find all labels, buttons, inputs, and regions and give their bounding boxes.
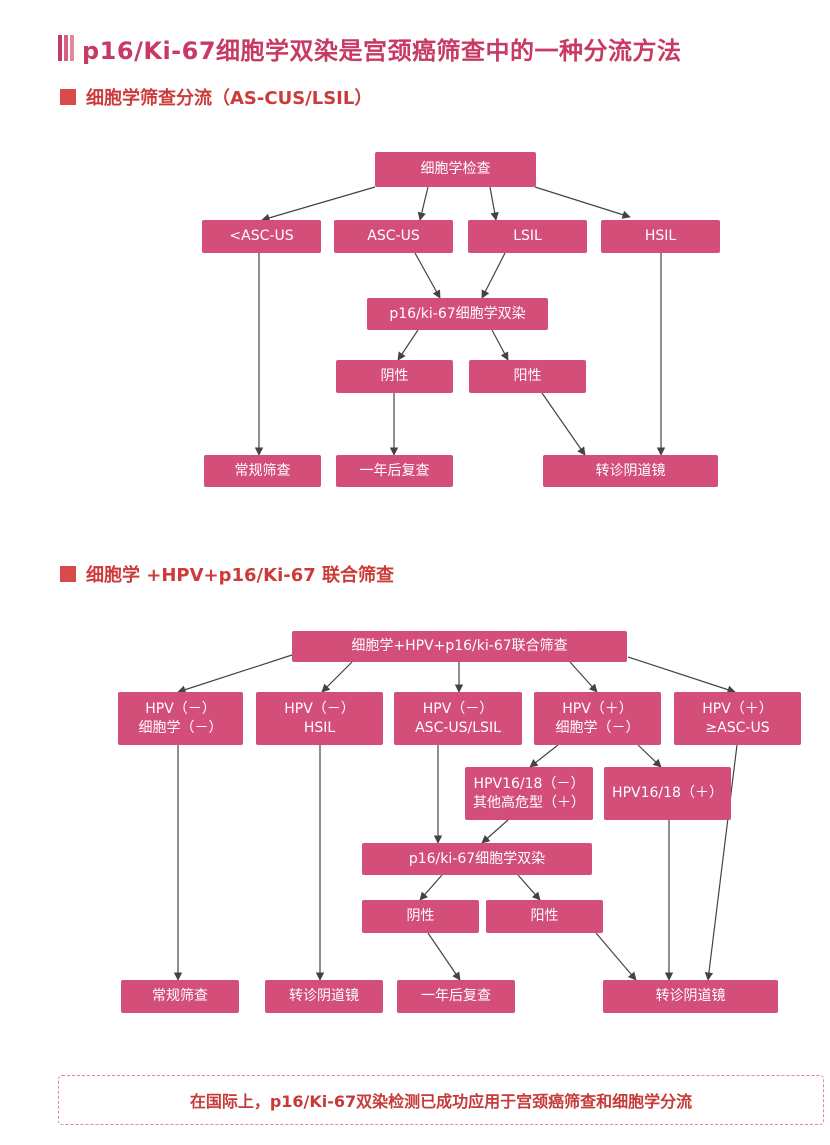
node-label: HPV16/18（＋）: [612, 785, 723, 802]
node-label: 阳性: [513, 368, 542, 385]
section2-heading-text: 细胞学 +HPV+p16/Ki-67 联合筛查: [86, 565, 395, 586]
node-label-line1: HPV（－）: [422, 701, 494, 718]
node2-hpv-pos-cyto-neg: HPV（＋）细胞学（－）: [534, 692, 661, 745]
section1-heading: 细胞学筛查分流（AS-CUS/LSIL）: [60, 84, 372, 110]
node-label-line1: HPV16/18（－）: [473, 776, 585, 793]
page-title: p16/Ki-67细胞学双染是宫颈癌筛查中的一种分流方法: [58, 30, 682, 66]
node-label: LSIL: [513, 228, 542, 245]
node2-hpv-neg-hsil: HPV（－）HSIL: [256, 692, 383, 745]
node-label: p16/ki-67细胞学双染: [389, 305, 526, 322]
node2-positive: 阳性: [486, 900, 603, 933]
node-label: 一年后复查: [421, 988, 491, 1005]
node-label: HSIL: [644, 228, 677, 245]
node2-refer-colposcopy: 转诊阴道镜: [603, 980, 778, 1013]
edge-root-ltasc: [261, 186, 376, 222]
node-label: 阴性: [406, 908, 435, 925]
node2-negative: 阴性: [362, 900, 479, 933]
footer-note-box: 在国际上，p16/Ki-67双染检测已成功应用于宫颈癌筛查和细胞学分流: [58, 1075, 824, 1125]
edge-pos-colpo: [541, 392, 586, 456]
section1-square-icon: [60, 89, 76, 105]
edge-dual-pos: [491, 329, 509, 361]
node-ascus: ASC-US: [334, 220, 453, 253]
edge-root-lsil: [489, 186, 499, 221]
edge2-root-b2: [321, 661, 353, 693]
node-label-line2: 细胞学（－）: [138, 719, 223, 736]
edge-root-hsil: [534, 186, 631, 219]
node-label: 转诊阴道镜: [655, 988, 726, 1005]
edge2-b4-neg1618: [529, 744, 559, 768]
node-negative: 阴性: [336, 360, 453, 393]
node-routine-screening: 常规筛查: [204, 455, 321, 487]
node-label-line2: 其他高危型（＋）: [473, 794, 585, 811]
edge2-neg-recheck: [427, 932, 461, 981]
node2-p16-dual-stain: p16/ki-67细胞学双染: [362, 843, 592, 875]
edge-lsil-dual: [481, 252, 506, 299]
node-label: 常规筛查: [234, 462, 291, 479]
edge2-dual-pos: [517, 874, 541, 901]
edge2-b5-colpo2: [704, 744, 738, 981]
node-label-line1: HPV（－）: [145, 701, 216, 718]
node2-refer-colposcopy-hsil: 转诊阴道镜: [265, 980, 383, 1013]
node-refer-colposcopy: 转诊阴道镜: [543, 455, 718, 487]
node-label: 转诊阴道镜: [289, 988, 359, 1005]
node-label: ASC-US: [367, 228, 420, 245]
node-hsil: HSIL: [601, 220, 720, 253]
node-label-line2: HSIL: [303, 719, 336, 736]
node-label: p16/ki-67细胞学双染: [408, 850, 546, 867]
section1-heading-text: 细胞学筛查分流（AS-CUS/LSIL）: [86, 88, 373, 109]
node-label-line2: 细胞学（－）: [555, 719, 640, 736]
node-label-line2: ASC-US/LSIL: [415, 719, 501, 736]
node-cytology-exam: 细胞学检查: [375, 152, 536, 187]
node-positive: 阳性: [469, 360, 586, 393]
node-label: 细胞学+HPV+p16/ki-67联合筛查: [351, 638, 568, 655]
node-recheck-one-year: 一年后复查: [336, 455, 453, 487]
footer-note-text: 在国际上，p16/Ki-67双染检测已成功应用于宫颈癌筛查和细胞学分流: [189, 1092, 693, 1111]
edge-root-asc: [417, 186, 429, 221]
node-label: 阳性: [530, 908, 559, 925]
node-p16-dual-stain: p16/ki-67细胞学双染: [367, 298, 548, 330]
node-label: 一年后复查: [359, 462, 430, 479]
edge2-b4-pos1618: [637, 744, 662, 768]
edge2-neg1618-dual: [481, 819, 509, 844]
edge2-pos-colpo2: [595, 932, 637, 981]
page-title-text: p16/Ki-67细胞学双染是宫颈癌筛查中的一种分流方法: [82, 36, 682, 65]
edge2-root-b4: [569, 661, 598, 693]
node-lt-ascus: <ASC-US: [202, 220, 321, 253]
edge2-dual-neg: [419, 874, 443, 901]
node2-hpv-neg-ascus-lsil: HPV（－）ASC-US/LSIL: [394, 692, 522, 745]
edge-dual-neg: [397, 329, 419, 361]
node-label: <ASC-US: [229, 228, 294, 245]
section2-heading: 细胞学 +HPV+p16/Ki-67 联合筛查: [60, 561, 394, 587]
node2-hpv-pos-ge-ascus: HPV（＋）≥ASC-US: [674, 692, 801, 745]
edge2-root-b5: [627, 656, 736, 694]
node-label-line2: ≥ASC-US: [705, 719, 770, 736]
node2-hpv-neg-cyto-neg: HPV（－）细胞学（－）: [118, 692, 243, 745]
node-label: 阴性: [380, 368, 409, 385]
node2-combined-screening: 细胞学+HPV+p16/ki-67联合筛查: [292, 631, 627, 662]
edge-asc-dual: [414, 252, 441, 299]
node-label: 细胞学检查: [420, 161, 491, 178]
node-label: 常规筛查: [152, 988, 208, 1005]
edge2-root-b1: [177, 654, 293, 694]
node-label-line1: HPV（＋）: [702, 701, 773, 718]
title-bars-icon: [58, 35, 74, 61]
node-label-line1: HPV（－）: [284, 701, 355, 718]
node-label: 转诊阴道镜: [595, 462, 666, 479]
node2-routine-screening: 常规筛查: [121, 980, 239, 1013]
node2-hpv1618-pos: HPV16/18（＋）: [604, 767, 731, 820]
node-lsil: LSIL: [468, 220, 587, 253]
node2-hpv1618-neg-other-pos: HPV16/18（－）其他高危型（＋）: [465, 767, 593, 820]
section2-square-icon: [60, 566, 76, 582]
node2-recheck-one-year: 一年后复查: [397, 980, 515, 1013]
node-label-line1: HPV（＋）: [562, 701, 633, 718]
